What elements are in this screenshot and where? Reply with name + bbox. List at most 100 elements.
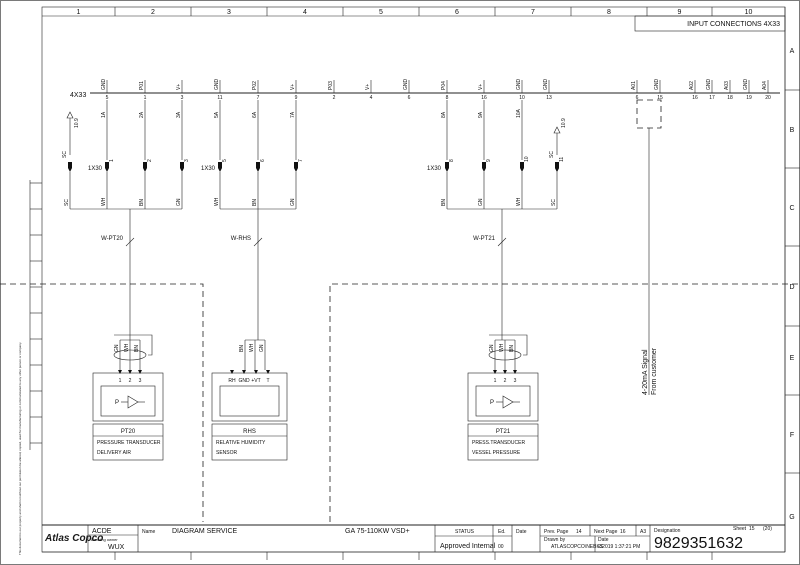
shield-connector xyxy=(555,162,559,168)
terminal-number: 9 xyxy=(295,95,298,101)
column-number: 6 xyxy=(455,9,459,16)
cable-core-label: BN xyxy=(139,199,145,206)
tb-dept: ACDE xyxy=(92,528,112,535)
sensor-core-label: WH xyxy=(249,343,255,352)
sensor-pin: 1 xyxy=(119,378,122,384)
customer-analog-input: 4-20mA Signal From customer xyxy=(636,99,662,395)
connector-pin xyxy=(482,162,486,168)
terminal-number: 6 xyxy=(408,95,411,101)
row-letter: E xyxy=(790,355,795,362)
row-letter: A xyxy=(790,48,795,55)
shield-arrow-left: 10.9 SC xyxy=(62,111,80,158)
connector-pin xyxy=(180,162,184,168)
row-letter: D xyxy=(789,284,794,291)
terminal-number: 16 xyxy=(481,95,487,101)
terminal-signal: P03 xyxy=(328,81,334,90)
terminal-number: 10 xyxy=(519,95,525,101)
connector-pin xyxy=(143,162,147,168)
sensor-box xyxy=(92,372,164,422)
cable-core-label: BN xyxy=(252,199,258,206)
terminal-signal: GND xyxy=(743,79,749,91)
cable-name: W-RHS xyxy=(231,236,251,242)
row-letter: C xyxy=(789,205,794,212)
terminal-number: 3 xyxy=(181,95,184,101)
device-label-box xyxy=(92,423,164,461)
sensor-symbol: P xyxy=(490,400,494,406)
svg-text:SC: SC xyxy=(62,151,68,158)
connector-pin xyxy=(445,162,449,168)
title-block: Atlas Copco ACDE Drawing owner WUX Name … xyxy=(42,524,785,553)
terminal-number: 20 xyxy=(765,95,771,101)
terminal-number: 17 xyxy=(709,95,715,101)
sensor-core-label: BN xyxy=(134,345,140,352)
terminal-number: 11 xyxy=(217,95,222,101)
tb-ed-label: Ed. xyxy=(498,529,506,535)
terminal-number: 15 xyxy=(657,95,663,101)
wire-number: 8A xyxy=(441,111,447,118)
cable-core-label: SC xyxy=(551,199,557,206)
cable-core-label: WH xyxy=(214,197,220,206)
connector-pin xyxy=(256,162,260,168)
column-number: 3 xyxy=(227,9,231,16)
tb-date-label: Date xyxy=(516,529,527,535)
column-number: 7 xyxy=(531,9,535,16)
cable-core-label: GN xyxy=(290,198,296,206)
terminal-number: 4 xyxy=(370,95,373,101)
shield-connector xyxy=(68,162,72,168)
wire-number: 9A xyxy=(478,111,484,118)
tb-owner-label: Drawing owner xyxy=(91,537,118,542)
tb-name: DIAGRAM SERVICE xyxy=(172,528,238,535)
cable-core-label: WH xyxy=(516,197,522,206)
device-tag: RHS xyxy=(243,429,256,435)
device-tag: PT21 xyxy=(496,429,511,435)
sensor-pin: 3 xyxy=(514,378,517,384)
terminal-number: 5 xyxy=(106,95,109,101)
signal-note-line2: From customer xyxy=(651,347,658,395)
sensor-core-label: GN xyxy=(114,344,120,352)
tb-ed: 00 xyxy=(498,544,504,550)
tb-next: 16 xyxy=(620,529,626,535)
tb-sheet-total: (20) xyxy=(763,526,772,532)
terminal-signal: GND xyxy=(543,79,549,91)
sensor-pin: 2 xyxy=(504,378,507,384)
terminal-signal: V+ xyxy=(290,84,296,90)
connector-pin-number: 1 xyxy=(109,159,115,162)
tb-status-label: STATUS xyxy=(455,529,475,535)
tb-drawn: ATLASCOPCO\NEBKS xyxy=(551,544,604,550)
terminal-signal: GND xyxy=(516,79,522,91)
connector-name: 1X30 xyxy=(201,166,216,172)
cable-core-label: SC xyxy=(64,199,70,206)
terminal-signal: A04 xyxy=(762,81,768,90)
field-boundary xyxy=(0,283,204,522)
connector-pin-number: 8 xyxy=(449,159,455,162)
sensor-core-label: GN xyxy=(259,344,265,352)
cable-name: W-PT21 xyxy=(473,236,496,242)
device-desc-2: SENSOR xyxy=(216,450,238,456)
column-numbers: 1 2 3 4 5 6 7 8 9 10 xyxy=(77,7,752,560)
sensor-pin: 3 xyxy=(139,378,142,384)
terminal-signal: A03 xyxy=(724,81,730,90)
wire-number: 5A xyxy=(214,111,220,118)
terminal-signal: GND xyxy=(654,79,660,91)
terminal-number: 1 xyxy=(144,95,147,101)
side-note: This document is our property and shall … xyxy=(18,342,22,555)
cable-core-label: WH xyxy=(101,197,107,206)
terminal-signal: V+ xyxy=(176,84,182,90)
tb-designation: 9829351632 xyxy=(654,535,743,552)
terminal-signal: A01 xyxy=(631,81,637,90)
tb-next-label: Next Page xyxy=(594,529,618,535)
sensor-box xyxy=(211,372,288,422)
connector-pin-number: 11 xyxy=(559,157,565,162)
column-number: 5 xyxy=(379,9,383,16)
connector-pin-number: 5 xyxy=(222,159,228,162)
wire-number: 3A xyxy=(176,111,182,118)
terminal-number: 13 xyxy=(546,95,552,101)
device-desc-1: PRESS.TRANSDUCER xyxy=(472,440,525,446)
connector-pin xyxy=(218,162,222,168)
terminal-signal: GND xyxy=(403,79,409,91)
device-tag: PT20 xyxy=(121,429,136,435)
tb-owner: WUX xyxy=(108,544,125,551)
